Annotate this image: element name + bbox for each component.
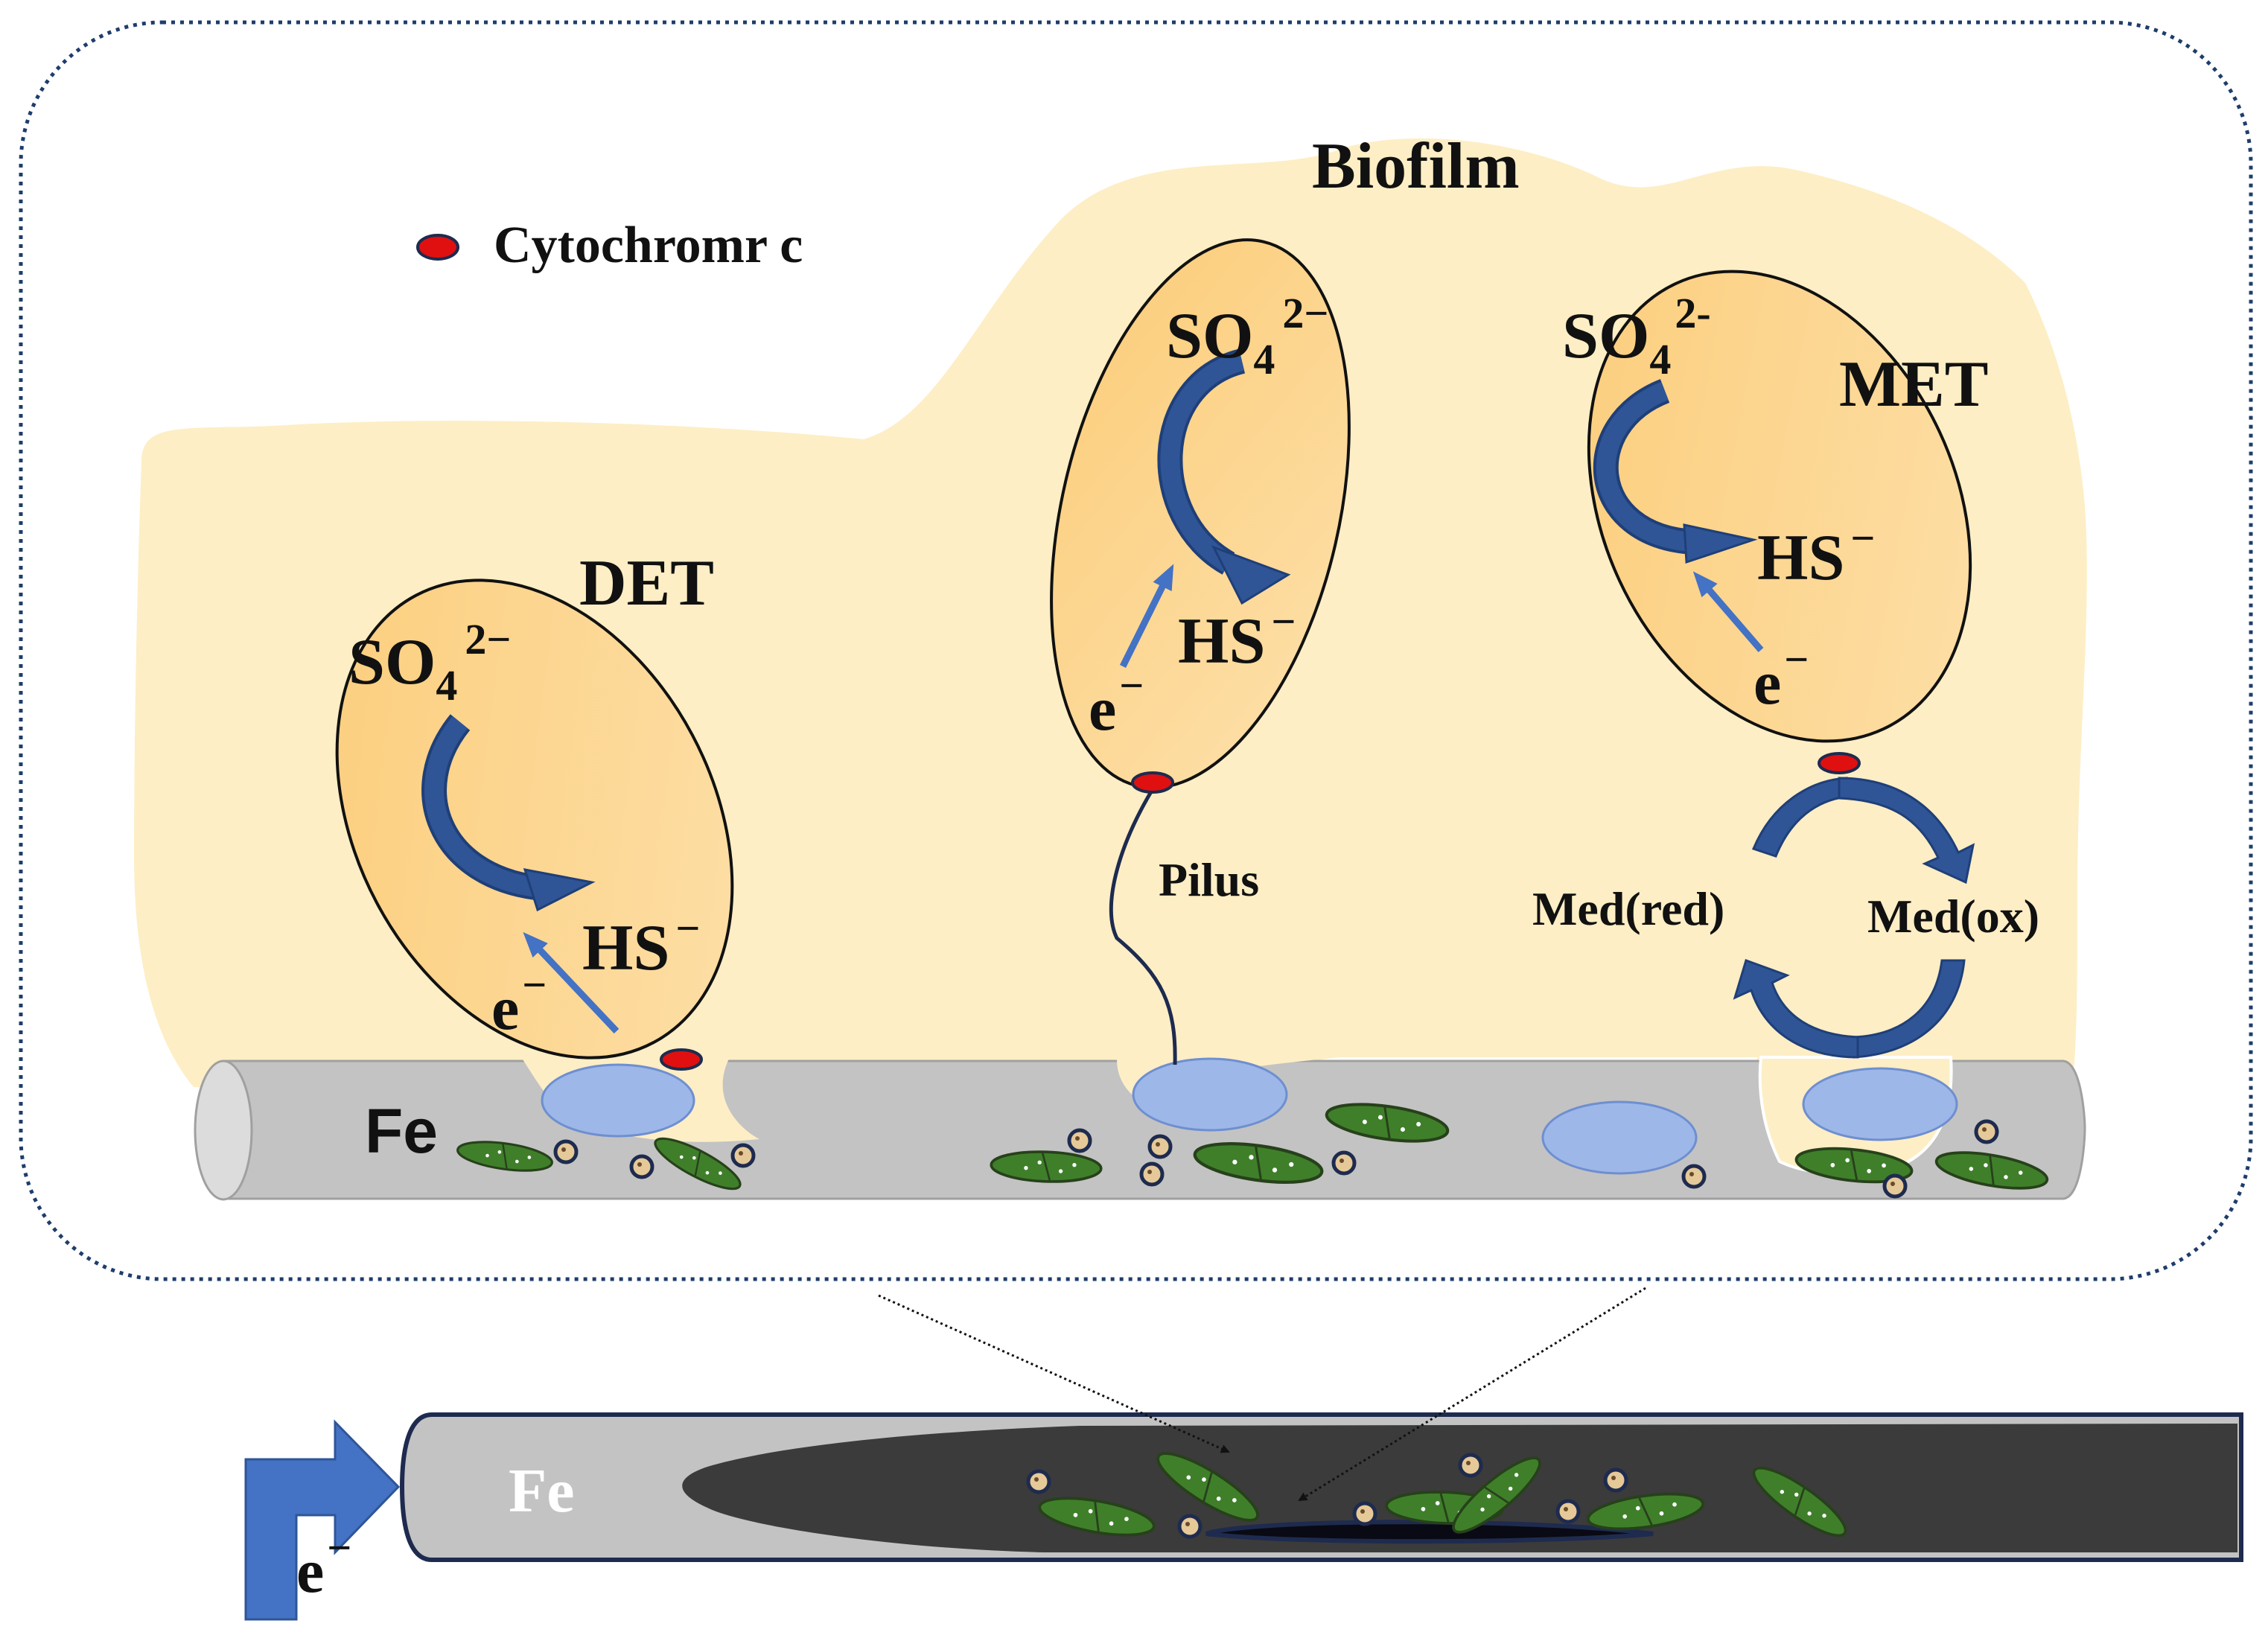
contact-det — [541, 1063, 695, 1138]
legend-cytochrome-label: Cytochromr c — [494, 217, 803, 274]
det-label: DET — [579, 547, 714, 619]
reduction-arrow-met — [1593, 379, 1758, 564]
med-red-label: Med(red) — [1532, 882, 1724, 935]
sulfate-met: SO42- — [1562, 289, 1711, 383]
bisulfide-pilus: HS− — [1178, 597, 1296, 678]
reduction-arrow-det — [421, 714, 596, 912]
fe-label-bottom: Fe — [509, 1456, 575, 1526]
electron-pilus: e− — [1089, 661, 1144, 744]
electron-arrow-met — [1692, 571, 1764, 652]
cytochrome-met — [1818, 752, 1861, 774]
electron-input-arrow — [244, 1419, 401, 1621]
contact-rod — [1541, 1100, 1698, 1175]
biofilm-label: Biofilm — [1312, 130, 1520, 203]
fe-pipe-bottom — [399, 1412, 2243, 1562]
sulfate-det: SO42− — [348, 615, 511, 710]
electron-arrow-det — [523, 931, 619, 1034]
electron-arrow-pilus — [1119, 564, 1174, 668]
cytochrome-pilus — [1131, 771, 1174, 794]
reduction-arrow-pilus — [1157, 348, 1291, 605]
contact-pilus — [1132, 1057, 1288, 1132]
contact-met — [1802, 1067, 1958, 1141]
zoom-connector-left — [878, 1294, 1230, 1453]
sulfate-pilus: SO42− — [1166, 289, 1328, 383]
cell-det — [335, 579, 734, 1059]
mediator-cycle — [1733, 777, 1975, 1059]
electron-input-label: e− — [296, 1523, 351, 1606]
zoom-frame — [19, 20, 2253, 1281]
pilus-filament — [1109, 788, 1177, 1065]
cell-met — [1587, 270, 1972, 743]
pilus-label: Pilus — [1159, 853, 1259, 906]
bisulfide-met: HS− — [1757, 514, 1875, 594]
bisulfide-det: HS− — [582, 904, 700, 984]
med-ox-label: Med(ox) — [1867, 890, 2039, 943]
fe-label-top: Fe — [365, 1096, 438, 1166]
electron-det: e− — [491, 960, 547, 1043]
electron-met: e− — [1753, 635, 1809, 718]
pit-cavity — [1205, 1520, 1654, 1544]
met-label: MET — [1839, 348, 1988, 421]
cytochrome-det — [660, 1048, 703, 1071]
cytochrome-legend-icon — [416, 234, 459, 261]
